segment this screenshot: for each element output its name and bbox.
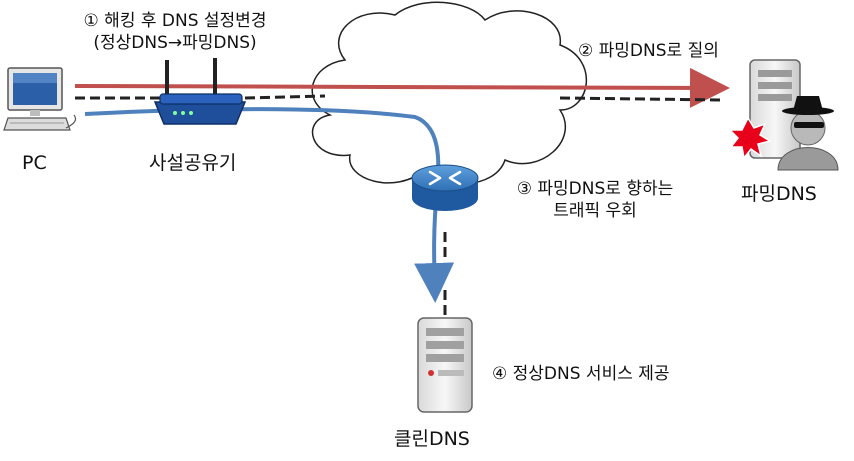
step2-label: ② 파밍DNS로 질의 [578, 41, 719, 61]
step3-label: ③ 파밍DNS로 향하는 트래픽 우회 [500, 178, 690, 222]
step4-label: ④ 정상DNS 서비스 제공 [492, 364, 670, 384]
pc-icon [3, 67, 77, 131]
clean-dns-label: 클린DNS [394, 428, 470, 450]
explosion-icon [728, 116, 772, 160]
step1-line2: (정상DNS→파밍DNS) [93, 33, 257, 53]
router-label: 사설공유기 [149, 152, 237, 174]
hacker-icon [777, 96, 839, 171]
pharming-server-icon [749, 59, 801, 159]
internet-cloud [311, 1, 587, 185]
core-router-icon [411, 164, 479, 211]
pc-label: PC [22, 152, 47, 174]
step3-line1: ③ 파밍DNS로 향하는 [516, 179, 674, 199]
pharming-dns-label: 파밍DNS [741, 183, 817, 205]
dashed-link-router-cloud [244, 94, 326, 100]
clean-server-icon [417, 317, 473, 413]
dashed-link-cloud-pharming [559, 96, 723, 102]
step1-line1: ① 해킹 후 DNS 설정변경 [83, 11, 267, 31]
red-query-path [74, 67, 730, 108]
step3-line2: 트래픽 우회 [553, 201, 637, 221]
step1-label: ① 해킹 후 DNS 설정변경 (정상DNS→파밍DNS) [65, 10, 285, 54]
wireless-router-icon [153, 58, 247, 125]
